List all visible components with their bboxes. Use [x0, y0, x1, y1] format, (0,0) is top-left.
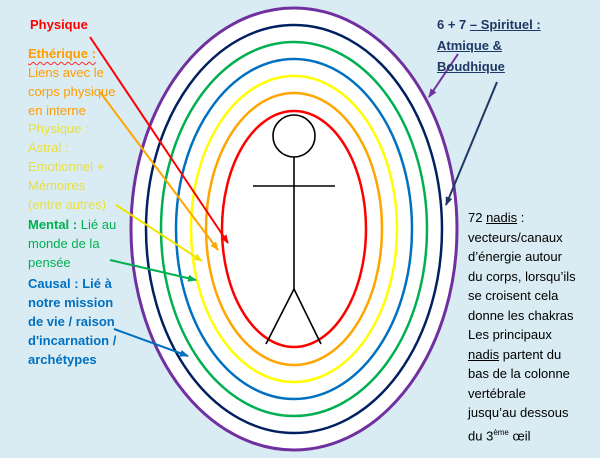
arrow-spirituel-marine: [445, 81, 498, 206]
label-physique: Physique: [30, 15, 88, 34]
causal-line: archétypes: [28, 352, 97, 367]
nadis-line: se croisent cela: [468, 288, 559, 303]
nadis-line: bas de la colonne: [468, 366, 570, 381]
arrow-physique: [89, 36, 229, 244]
spirituel-boudhique: Boudhique: [437, 59, 505, 74]
label-etherique: Ethérique : Liens avec le corps physique…: [28, 44, 115, 120]
nadis-line: du corps, lorsqu’ils: [468, 268, 576, 284]
figure-right-leg: [293, 288, 322, 345]
label-spirituel: 6 + 7 – Spirituel : Atmique & Boudhique: [437, 14, 541, 77]
causal-line: notre mission: [28, 295, 114, 310]
spirituel-title: – Spirituel :: [469, 17, 541, 32]
ring-5-jaune: [189, 74, 399, 384]
arrow-astral: [115, 204, 203, 262]
nadis-l1-pre: 72: [468, 210, 487, 225]
ring-3-vert: [159, 40, 429, 418]
mental-line: monde de la: [28, 236, 100, 251]
causal-rest: Lié à: [82, 276, 112, 291]
nadis-l12-pre: du 3: [468, 427, 494, 443]
spirituel-atmique: Atmique &: [437, 38, 502, 53]
spirituel-prefix: 6 + 7: [437, 17, 470, 32]
etherique-title: Ethérique :: [28, 46, 96, 61]
arrow-causal: [113, 328, 189, 357]
nadis-l8-post: partent du: [499, 346, 562, 362]
label-physique-text: Physique: [30, 17, 88, 32]
mental-title: Mental :: [28, 217, 78, 232]
astral-line: Astral :: [28, 140, 69, 155]
nadis-line: d’énergie autour: [468, 249, 562, 264]
nadis-line: Les principaux: [468, 327, 552, 342]
etherique-line: Liens avec le: [28, 65, 104, 80]
mental-rest: Lié au: [80, 217, 117, 232]
nadis-l12-sup: ème: [493, 427, 509, 437]
causal-line: de vie / raison: [28, 314, 115, 329]
astral-title: Physique :: [28, 121, 89, 136]
nadis-line: vertébrale: [468, 385, 526, 401]
causal-line: d'incarnation /: [28, 333, 117, 348]
label-mental: Mental : Lié au monde de la pensée: [28, 215, 116, 272]
label-nadis: 72 nadis : vecteurs/canaux d’énergie aut…: [468, 208, 576, 445]
causal-title: Causal :: [28, 276, 79, 291]
astral-line: Emotionnel +: [28, 159, 105, 174]
figure-left-leg: [265, 288, 295, 345]
nadis-l12-post: œil: [508, 427, 531, 443]
mental-line: pensée: [28, 255, 71, 270]
arrow-mental: [109, 259, 197, 282]
nadis-l1-word: nadis: [486, 210, 518, 225]
etherique-line: en interne: [28, 103, 86, 118]
label-causal: Causal : Lié à notre mission de vie / ra…: [28, 274, 116, 369]
nadis-line: jusqu’au dessous: [468, 405, 569, 420]
astral-line: (entre autres): [28, 197, 107, 212]
nadis-line: donne les chakras: [468, 307, 574, 323]
nadis-l8-word: nadis: [468, 346, 500, 362]
arrow-etherique: [99, 91, 219, 251]
ring-2-bleu-marine: [144, 23, 444, 435]
nadis-l1-post: :: [517, 210, 525, 225]
astral-line: Mémoires: [28, 178, 86, 193]
label-astral: Physique : Astral : Emotionnel + Mémoire…: [28, 119, 106, 214]
ring-6-orange: [204, 91, 384, 367]
nadis-line: vecteurs/canaux: [468, 229, 563, 245]
ring-7-rouge: [220, 109, 368, 349]
etherique-line: corps physique: [28, 84, 116, 99]
stick-figure: [253, 114, 335, 345]
arrow-spirituel-violet: [428, 53, 459, 98]
ring-4-bleu: [174, 57, 414, 401]
